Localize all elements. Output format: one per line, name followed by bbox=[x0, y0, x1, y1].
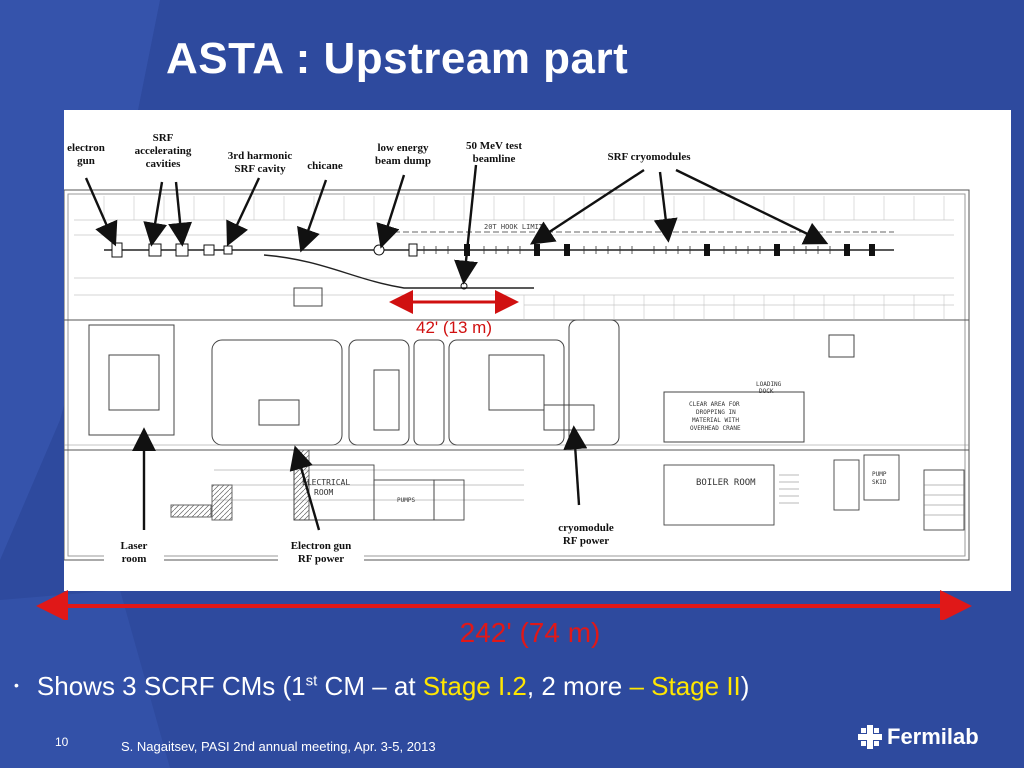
total-span-dimension: 242' (74 m) bbox=[459, 617, 601, 648]
label-chicane: chicane bbox=[307, 160, 343, 172]
fermilab-logo: Fermilab bbox=[858, 724, 979, 750]
svg-text:CLEAR AREA FOR: CLEAR AREA FOR bbox=[689, 401, 740, 408]
svg-text:DROPPING IN: DROPPING IN bbox=[696, 409, 736, 416]
stage-1-2: Stage I.2 bbox=[422, 671, 527, 701]
svg-text:PUMPS: PUMPS bbox=[397, 497, 415, 504]
total-span-arrow bbox=[36, 590, 972, 620]
label-cryomodules: SRF cryomodules bbox=[607, 151, 691, 163]
svg-text:LOADING: LOADING bbox=[756, 381, 782, 388]
floor-plan-drawing: 20T HOOK LIMIT bbox=[64, 164, 970, 561]
svg-text:20T HOOK LIMIT: 20T HOOK LIMIT bbox=[484, 223, 544, 231]
svg-text:DOCK: DOCK bbox=[759, 388, 774, 395]
svg-text:PUMP: PUMP bbox=[872, 471, 887, 478]
svg-text:ELECTRICAL: ELECTRICAL bbox=[302, 478, 350, 487]
svg-text:MATERIAL WITH: MATERIAL WITH bbox=[692, 417, 739, 424]
slide-number: 10 bbox=[55, 735, 69, 749]
facility-floor-plan: 20T HOOK LIMIT bbox=[64, 110, 1011, 591]
svg-text:BOILER ROOM: BOILER ROOM bbox=[696, 478, 756, 488]
svg-text:ROOM: ROOM bbox=[314, 488, 333, 497]
slide-footer: S. Nagaitsev, PASI 2nd annual meeting, A… bbox=[121, 739, 436, 754]
svg-text:OVERHEAD CRANE: OVERHEAD CRANE bbox=[690, 425, 741, 432]
bullet-icon: • bbox=[14, 677, 19, 693]
stage-2: – Stage II bbox=[629, 671, 741, 701]
bullet-point: •Shows 3 SCRF CMs (1st CM – at Stage I.2… bbox=[14, 671, 750, 701]
fermilab-logo-icon bbox=[858, 725, 882, 749]
short-span-dimension: 42' (13 m) bbox=[416, 318, 492, 337]
svg-text:SKID: SKID bbox=[872, 479, 887, 486]
slide-title: ASTA : Upstream part bbox=[166, 34, 629, 83]
